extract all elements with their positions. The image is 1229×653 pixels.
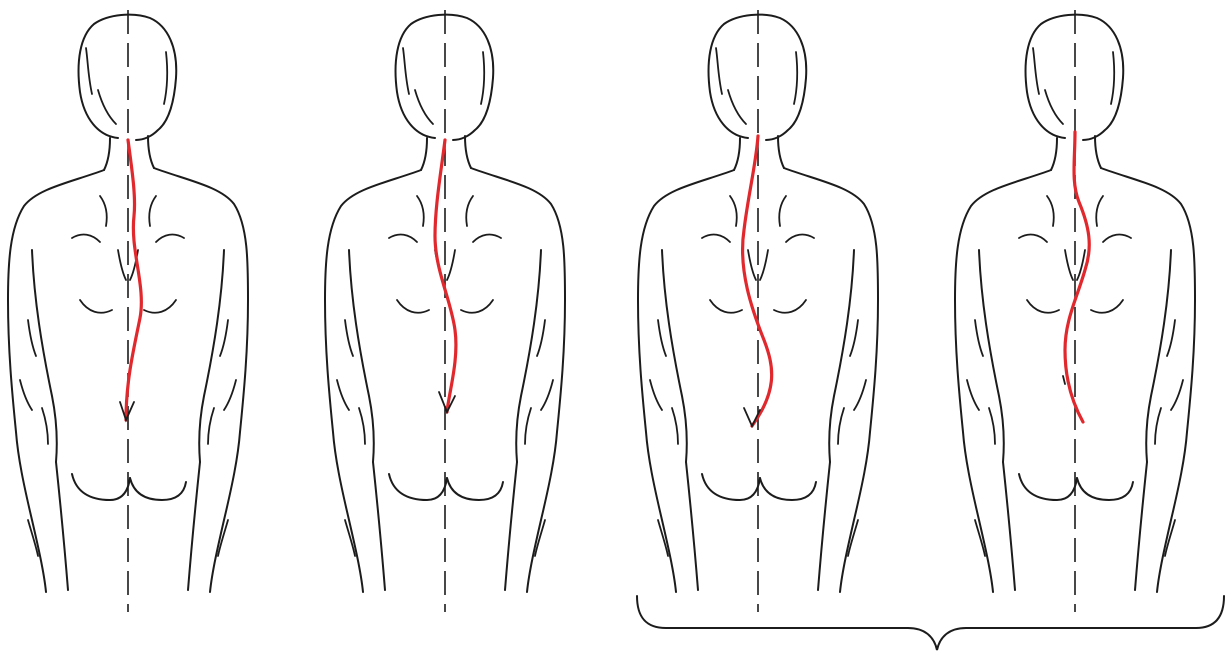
group-bracket: [637, 596, 1224, 650]
figure-4: [955, 10, 1195, 612]
figure-3: [638, 10, 878, 612]
figure-group: [8, 10, 1195, 612]
figure-2: [325, 10, 565, 612]
sacrum-mark: [1063, 376, 1065, 384]
figure-1: [8, 10, 248, 612]
spine-curve: [1065, 132, 1089, 422]
spine-curve: [743, 136, 772, 426]
